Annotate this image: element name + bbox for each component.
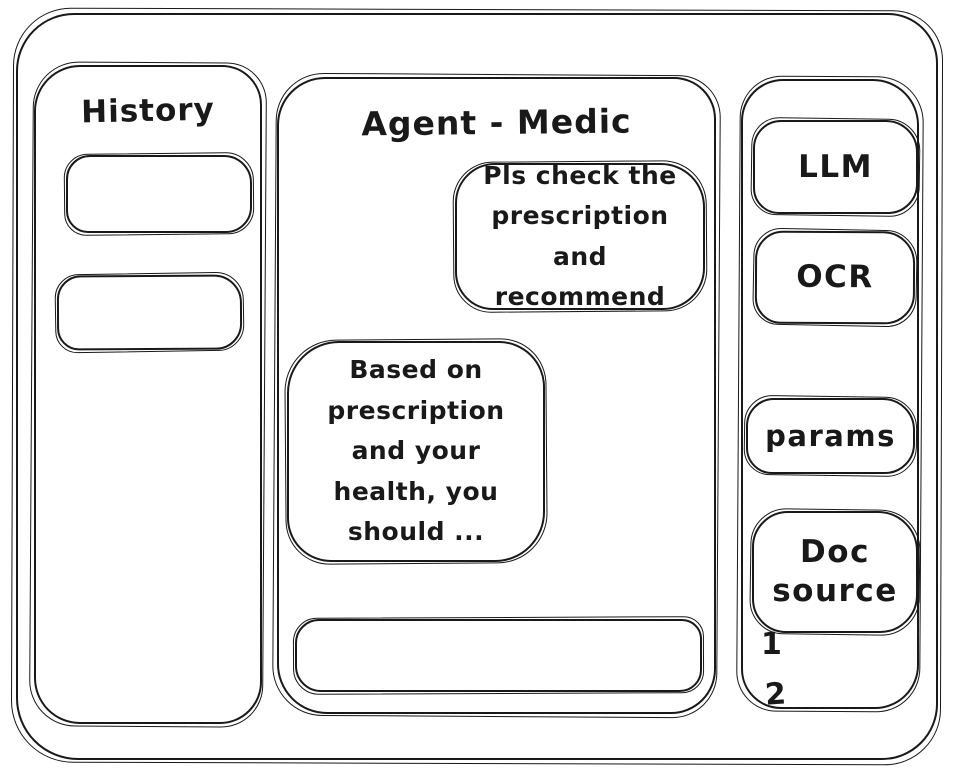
doc-source-item-2[interactable]: 2: [763, 676, 788, 713]
history-panel: History: [34, 65, 262, 724]
assistant-message-bubble: Based on prescription and your health, y…: [287, 341, 545, 562]
doc-source-button[interactable]: Doc source: [752, 511, 918, 633]
message-input-box: [295, 619, 702, 692]
user-message-bubble: Pls check the prescription and recommend: [455, 161, 705, 311]
assistant-message-text: Based on prescription and your health, y…: [327, 355, 505, 547]
chat-title: Agent - Medic: [361, 101, 632, 144]
message-input[interactable]: [297, 621, 700, 690]
ocr-button[interactable]: OCR: [754, 230, 916, 325]
llm-button[interactable]: LLM: [753, 120, 918, 214]
history-title: History: [80, 91, 216, 131]
doc-source-item-1[interactable]: 1: [761, 627, 782, 662]
params-button[interactable]: params: [746, 398, 915, 474]
history-item[interactable]: [56, 274, 243, 351]
app-window-frame: History Agent - Medic Pls check the pres…: [16, 13, 938, 760]
tools-panel: LLM OCR params Doc source 1 2: [741, 79, 919, 713]
history-item[interactable]: [66, 155, 252, 233]
user-message-text: Pls check the prescription and recommend: [483, 160, 677, 312]
chat-panel: Agent - Medic Pls check the prescription…: [277, 77, 716, 714]
